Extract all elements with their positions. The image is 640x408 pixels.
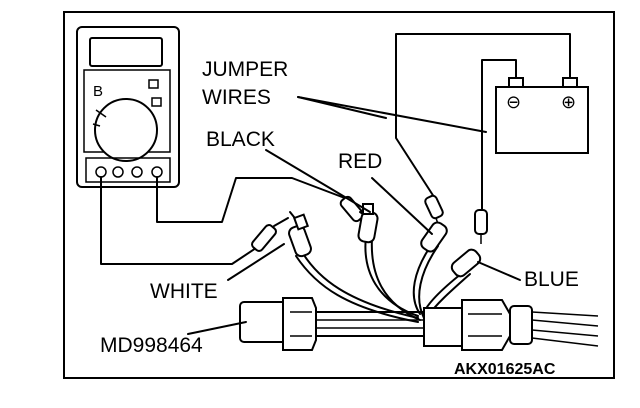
battery-negative-symbol: ⊖ bbox=[506, 92, 521, 113]
label-jumper-wires-line1: JUMPER bbox=[202, 58, 288, 81]
meter-lead-white bbox=[100, 176, 263, 265]
harness-connector-left bbox=[239, 297, 317, 351]
label-black: BLACK bbox=[206, 128, 275, 151]
vehicle-harness-wires bbox=[531, 311, 599, 347]
meter-jack-3[interactable] bbox=[131, 166, 143, 178]
label-blue: BLUE bbox=[524, 268, 579, 291]
meter-range-letter: B bbox=[93, 83, 103, 100]
harness-cable-middle bbox=[315, 311, 425, 337]
label-white: WHITE bbox=[150, 280, 218, 303]
harness-connector-right bbox=[423, 299, 533, 351]
figure-code: AKX01625AC bbox=[454, 361, 556, 378]
label-jumper-wires-line2: WIRES bbox=[202, 86, 271, 109]
probe-clip-white bbox=[251, 211, 299, 252]
battery-positive-symbol: ⊕ bbox=[561, 92, 576, 113]
figure-frame bbox=[63, 11, 615, 379]
meter-jack-2[interactable] bbox=[112, 166, 124, 178]
meter-lead-black bbox=[156, 176, 363, 223]
wire-clip-blue bbox=[450, 248, 482, 278]
label-connector-part: MD998464 bbox=[100, 334, 203, 357]
multimeter: B bbox=[76, 26, 180, 188]
jumper-clip-blue-side bbox=[474, 209, 488, 244]
jumper-wire-positive bbox=[395, 33, 571, 201]
battery: ⊖ ⊕ bbox=[495, 77, 589, 154]
wire-clip-red bbox=[420, 221, 448, 253]
jumper-wire-negative bbox=[481, 59, 517, 213]
leader-lines bbox=[187, 96, 521, 335]
wire-clip-white bbox=[288, 213, 312, 258]
meter-selector-dial[interactable] bbox=[94, 98, 158, 162]
label-red: RED bbox=[338, 150, 382, 173]
